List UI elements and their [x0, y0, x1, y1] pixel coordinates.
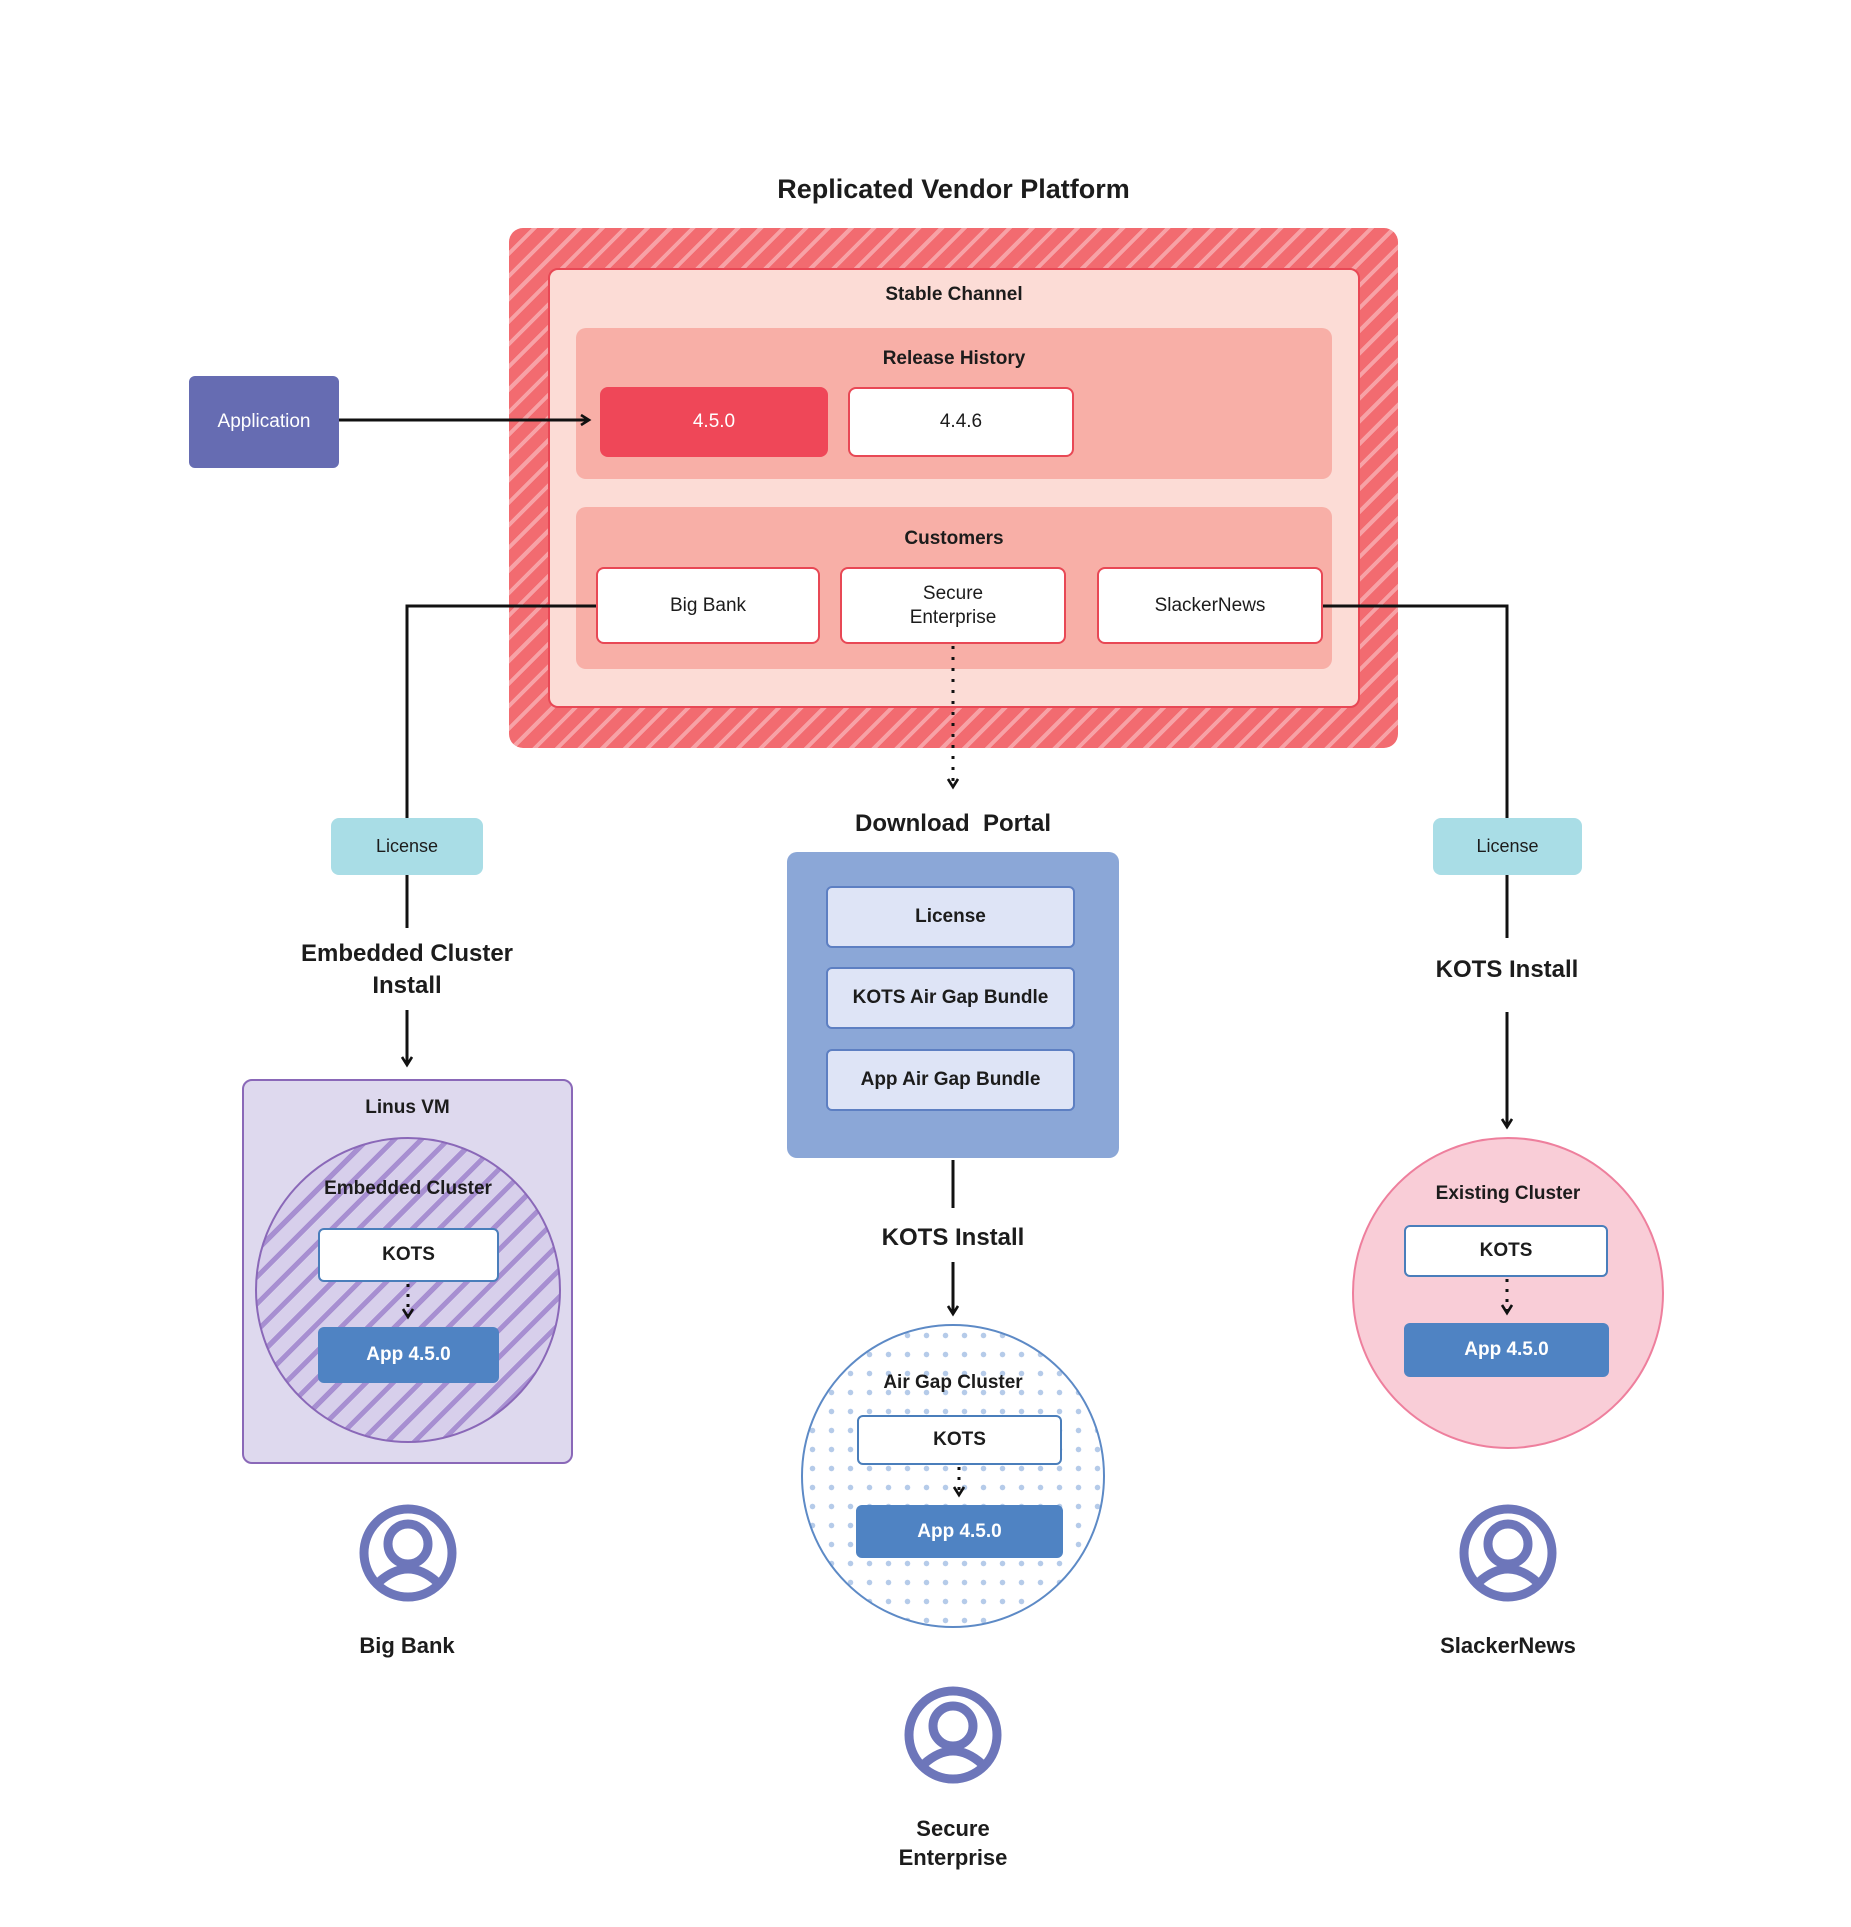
customer-node-secure-enterprise: Secure Enterprise — [840, 567, 1066, 644]
persona-label-text: Secure Enterprise — [898, 1816, 1008, 1870]
license-pill-left: License — [331, 818, 483, 875]
customer-node-label: Secure Enterprise — [909, 582, 997, 628]
download-portal-title: Download Portal — [854, 810, 1051, 837]
persona-label-big-bank: Big Bank — [359, 1633, 455, 1658]
kots-node-airgap: KOTS — [857, 1415, 1062, 1465]
persona-label-secure-enterprise: Secure Enterprise — [853, 1815, 1053, 1872]
stable-channel-label: Stable Channel — [885, 284, 1023, 305]
customer-node-big-bank: Big Bank — [596, 567, 820, 644]
kots-install-label-right: KOTS Install — [1435, 956, 1579, 983]
kots-install-label-middle: KOTS Install — [881, 1224, 1025, 1251]
app-node-existing: App 4.5.0 — [1404, 1323, 1609, 1377]
release-node-previous: 4.4.6 — [848, 387, 1074, 457]
user-icon — [904, 1686, 1002, 1784]
app-node-airgap: App 4.5.0 — [856, 1505, 1063, 1558]
portal-item-license: License — [826, 886, 1075, 948]
release-node-current: 4.5.0 — [600, 387, 828, 457]
kots-node-embedded: KOTS — [318, 1228, 499, 1282]
linus-vm-label: Linus VM — [365, 1097, 450, 1118]
application-node: Application — [189, 376, 339, 468]
user-icon — [1459, 1504, 1557, 1602]
kots-node-existing: KOTS — [1404, 1225, 1608, 1277]
air-gap-cluster-label: Air Gap Cluster — [883, 1372, 1023, 1393]
embedded-cluster-label: Embedded Cluster — [324, 1178, 492, 1199]
user-icon — [359, 1504, 457, 1602]
air-gap-cluster-circle — [801, 1324, 1105, 1628]
release-history-label: Release History — [882, 348, 1026, 369]
existing-cluster-label: Existing Cluster — [1435, 1183, 1581, 1204]
license-pill-right: License — [1433, 818, 1582, 875]
customer-node-slackernews: SlackerNews — [1097, 567, 1323, 644]
portal-item-app-airgap-bundle: App Air Gap Bundle — [826, 1049, 1075, 1111]
embedded-cluster-install-label: Embedded Cluster Install — [300, 940, 514, 1000]
persona-label-slackernews: SlackerNews — [1440, 1633, 1576, 1658]
diagram-title: Replicated Vendor Platform — [777, 174, 1130, 204]
app-node-embedded: App 4.5.0 — [318, 1327, 499, 1383]
portal-item-kots-airgap-bundle: KOTS Air Gap Bundle — [826, 967, 1075, 1029]
customers-label: Customers — [904, 528, 1004, 549]
